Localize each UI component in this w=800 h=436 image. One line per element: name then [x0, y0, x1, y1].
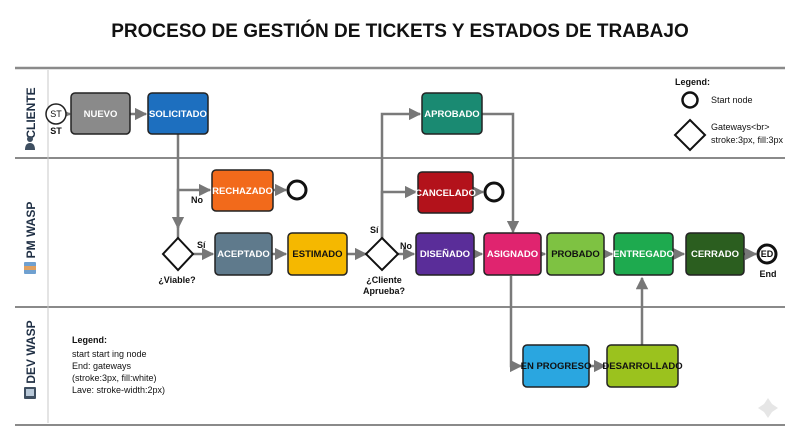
- edge: [482, 112, 520, 234]
- lane-label-dev-wasp: DEV WASP: [24, 320, 38, 383]
- legend-left-line: End: gateways: [72, 361, 132, 371]
- node-label: PROBADO: [551, 249, 600, 260]
- node-label: APROBADO: [424, 109, 479, 120]
- edge: [176, 183, 212, 238]
- node-rechazado[interactable]: RECHAZADO: [211, 169, 274, 212]
- legend-right: Legend: Start node Gateways<br> stroke:3…: [673, 77, 784, 152]
- legend-left-title: Legend:: [72, 335, 107, 345]
- node-disenado[interactable]: DISEÑADO: [415, 232, 475, 276]
- legend-right-title: Legend:: [675, 77, 710, 87]
- node-cancelado[interactable]: CANCELADO: [415, 171, 476, 214]
- node-entregado[interactable]: ENTREGADO: [613, 232, 674, 276]
- computer-icon: [24, 387, 36, 399]
- lane-label-pm-wasp: PM WASP: [24, 202, 38, 259]
- legend-gateway-diamond-icon: [673, 118, 707, 152]
- node-label: ESTIMADO: [292, 249, 342, 260]
- gateway-viable-label: ¿Viable?: [158, 275, 195, 285]
- start-node-label: ST: [50, 109, 62, 119]
- edge-label-no: No: [400, 241, 412, 251]
- node-solicitado[interactable]: SOLICITADO: [147, 92, 209, 135]
- lane-cliente: CLIENTE: [24, 87, 38, 150]
- lane-pm-wasp: PM WASP: [24, 202, 38, 274]
- node-label: RECHAZADO: [212, 186, 273, 197]
- node-label: DESARROLLADO: [602, 361, 682, 372]
- node-asignado[interactable]: ASIGNADO: [483, 232, 542, 276]
- node-label: EN PROGRESO: [521, 361, 592, 372]
- node-label: CERRADO: [691, 249, 739, 260]
- page-title: PROCESO DE GESTIÓN DE TICKETS Y ESTADOS …: [111, 20, 688, 42]
- node-label: DISEÑADO: [420, 249, 470, 260]
- node-label: ACEPTADO: [217, 249, 270, 260]
- edges: [58, 107, 758, 373]
- end-circle-cancelado: [483, 181, 505, 203]
- gateway-viable[interactable]: [161, 236, 195, 272]
- node-nuevo[interactable]: NUEVO: [70, 92, 131, 135]
- node-desarrollado[interactable]: DESARROLLADO: [602, 344, 683, 388]
- node-label: ASIGNADO: [487, 249, 538, 260]
- edge: [380, 107, 422, 238]
- node-en-progreso[interactable]: EN PROGRESO: [521, 344, 592, 388]
- flag-icon: [24, 262, 36, 274]
- gateway-cliente-aprueba[interactable]: [364, 236, 400, 272]
- gateway-cliente-aprueba-label-2: Aprueba?: [363, 286, 405, 296]
- legend-gateways-line1: Gateways<br>: [711, 122, 770, 132]
- node-label: CANCELADO: [415, 188, 476, 199]
- edge-label-no: No: [191, 195, 203, 205]
- end-caption: End: [760, 269, 777, 279]
- lane-dev-wasp: DEV WASP: [24, 320, 38, 399]
- legend-left-line: (stroke:3px, fill:white): [72, 373, 157, 383]
- start-caption: ST: [50, 126, 62, 136]
- node-estimado[interactable]: ESTIMADO: [287, 232, 348, 276]
- end-node-label: ED: [761, 249, 774, 259]
- legend-left: Legend: start start ing node End: gatewa…: [72, 335, 165, 395]
- lane-label-cliente: CLIENTE: [24, 87, 38, 138]
- node-label: ENTREGADO: [613, 249, 674, 260]
- node-aprobado[interactable]: APROBADO: [421, 92, 483, 135]
- node-label: NUEVO: [84, 109, 118, 120]
- edge-label-si: Sí: [370, 225, 379, 235]
- node-aceptado[interactable]: ACEPTADO: [214, 232, 273, 276]
- end-node[interactable]: ED: [756, 243, 778, 265]
- node-label: SOLICITADO: [149, 109, 207, 120]
- end-circle-rechazado: [286, 179, 308, 201]
- legend-left-line: start start ing node: [72, 349, 147, 359]
- legend-start-label: Start node: [711, 95, 753, 105]
- start-node[interactable]: ST: [45, 103, 67, 125]
- legend-start-circle-icon: [681, 91, 699, 109]
- legend-left-line: Lave: stroke-width:2px): [72, 385, 165, 395]
- edge: [509, 276, 523, 373]
- node-probado[interactable]: PROBADO: [546, 232, 605, 276]
- sparkle-icon: [758, 398, 778, 418]
- gateway-cliente-aprueba-label-1: ¿Cliente: [366, 275, 402, 285]
- legend-gateways-line2: stroke:3px, fill:3px: [711, 135, 784, 145]
- edge-label-si: Sí: [197, 240, 206, 250]
- edge: [380, 185, 418, 238]
- person-icon: [25, 136, 35, 150]
- node-cerrado[interactable]: CERRADO: [685, 232, 745, 276]
